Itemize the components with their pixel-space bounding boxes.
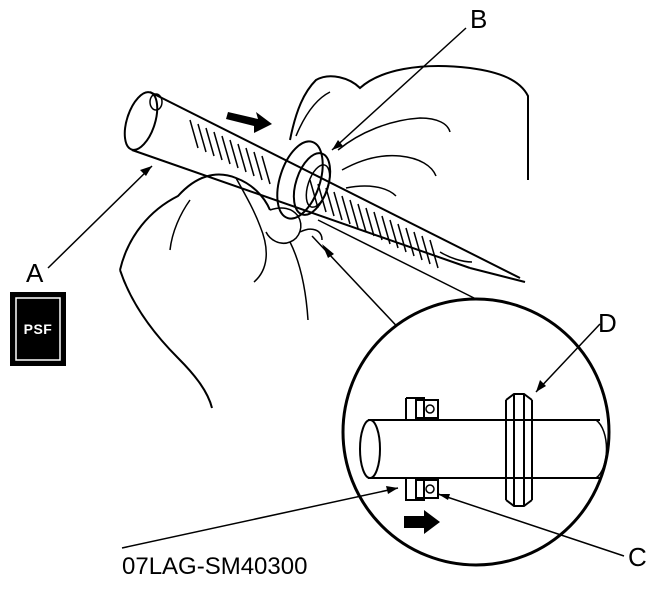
label-b: B — [470, 4, 487, 34]
label-a: A — [26, 258, 44, 288]
hands — [119, 65, 529, 409]
label-d: D — [598, 308, 617, 338]
psf-badge-text: PSF — [24, 321, 53, 337]
part-number-label: 07LAG-SM40300 — [122, 553, 307, 580]
rack-teeth — [189, 119, 439, 269]
push-direction-arrow — [226, 112, 272, 133]
seal-on-rack — [276, 140, 332, 220]
magnified-detail — [341, 297, 611, 567]
label-c: C — [628, 542, 647, 572]
leader-lines-lower — [121, 323, 625, 557]
steering-rack — [123, 91, 526, 283]
leader-lines-upper — [47, 27, 479, 337]
psf-badge: PSF — [10, 292, 66, 366]
